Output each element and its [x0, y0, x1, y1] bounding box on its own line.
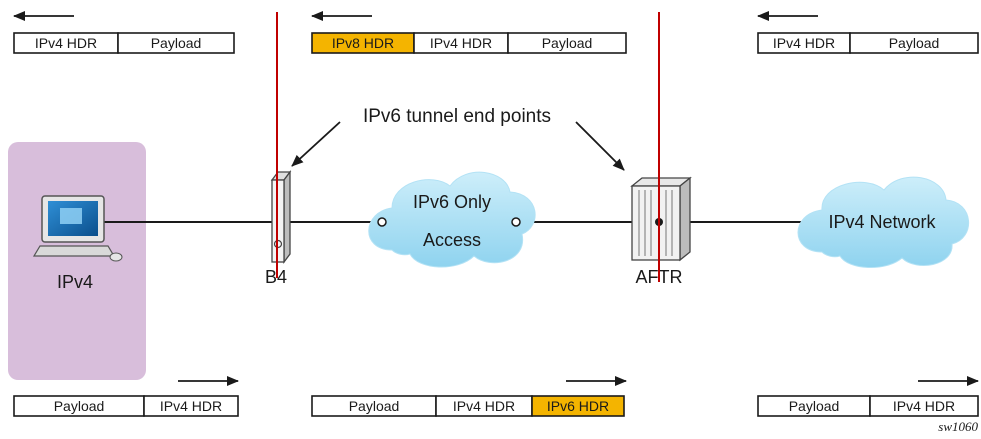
packet-cell-label: Payload	[54, 398, 105, 414]
callout-arrow-to-b4	[291, 121, 341, 167]
packet-top-middle: IPv8 HDR IPv4 HDR Payload	[311, 32, 627, 54]
packet-top-left: IPv4 HDR Payload	[13, 32, 235, 54]
packet-cell-label: IPv8 HDR	[332, 35, 394, 51]
packet-cell	[143, 395, 239, 417]
ipv4-cloud-label: IPv4 Network	[828, 212, 936, 232]
ipv4-network-cloud	[797, 176, 969, 269]
aftr-device-icon	[630, 176, 692, 262]
packet-cell-label: Payload	[542, 35, 593, 51]
packet-cell	[117, 32, 235, 54]
packet-cell	[869, 395, 979, 417]
packet-cell-label: Payload	[889, 35, 940, 51]
ipv4-host-panel	[8, 142, 146, 380]
computer-icon	[32, 195, 123, 262]
b4-device-icon	[270, 170, 292, 264]
ipv6-cloud-label-line1: IPv6 Only	[413, 192, 491, 212]
packet-cell-label: Payload	[349, 398, 400, 414]
packet-cell-label: IPv6 HDR	[547, 398, 609, 414]
ipv6-cloud-label-line2: Access	[423, 230, 481, 250]
packet-cell-label: IPv4 HDR	[453, 398, 515, 414]
packet-cell-label: IPv4 HDR	[893, 398, 955, 414]
packet-bottom-left: Payload IPv4 HDR	[13, 395, 239, 417]
packet-top-right: IPv4 HDR Payload	[757, 32, 979, 54]
packet-cell	[849, 32, 979, 54]
packet-cell-label: IPv4 HDR	[35, 35, 97, 51]
packet-cell-label: Payload	[789, 398, 840, 414]
ipv6-only-cloud	[368, 171, 536, 268]
callout-arrow-to-aftr	[575, 121, 625, 171]
tunnel-end-points-callout: IPv6 tunnel end points	[363, 106, 551, 127]
packet-bottom-right: Payload IPv4 HDR	[757, 395, 979, 417]
figure-id: sw1060	[938, 419, 978, 434]
packet-cell	[507, 32, 627, 54]
packet-bottom-middle: Payload IPv4 HDR IPv6 HDR	[311, 395, 625, 417]
packet-cell-label: IPv4 HDR	[773, 35, 835, 51]
packet-cell-label: IPv4 HDR	[430, 35, 492, 51]
packet-cell-label: Payload	[151, 35, 202, 51]
packet-cell	[531, 395, 625, 417]
packet-cell-label: IPv4 HDR	[160, 398, 222, 414]
host-label: IPv4	[57, 272, 93, 292]
